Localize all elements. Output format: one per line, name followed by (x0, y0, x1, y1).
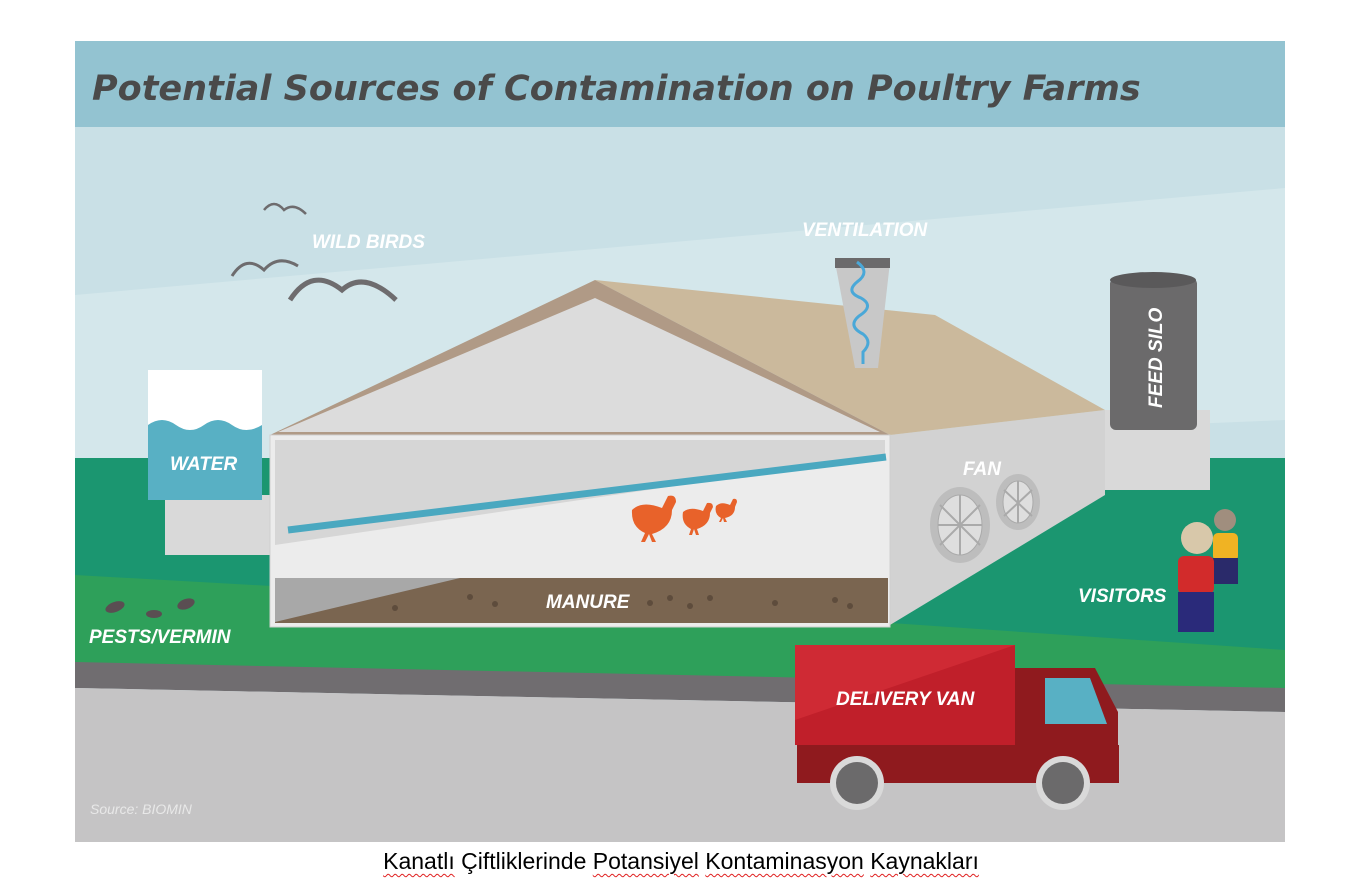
figure-caption: Kanatlı Çiftliklerinde Potansiyel Kontam… (0, 848, 1362, 875)
barn-roof (595, 280, 1105, 435)
pests-icon (105, 598, 195, 618)
silo-top (1110, 272, 1196, 288)
source-note: Source: BIOMIN (90, 801, 193, 817)
water-icon (148, 420, 262, 500)
ventilation-label: VENTILATION (802, 220, 929, 241)
manure-label: MANURE (546, 592, 631, 613)
pests-label: PESTS/VERMIN (89, 627, 232, 648)
manure-dots (392, 594, 853, 611)
caption-word: Kaynakları (870, 848, 979, 874)
chimney-cap (835, 258, 890, 268)
tank-base (165, 495, 275, 555)
title-band (75, 41, 1285, 127)
caption-word: Potansiyel (592, 848, 699, 874)
visitors-label: VISITORS (1078, 586, 1167, 607)
figure-title: Potential Sources of Contamination on Po… (92, 69, 1141, 109)
caption-word: Kanatlı (383, 848, 455, 874)
airflow-spiral-icon (850, 260, 870, 364)
caption-word: Çiftliklerinde (461, 848, 587, 874)
wild-birds-label: WILD BIRDS (312, 232, 425, 253)
fan-icons (930, 474, 1040, 563)
feed-silo-label: FEED SILO (1146, 307, 1167, 408)
delivery-van-icon (795, 645, 1119, 810)
barn-gable (278, 298, 880, 432)
manure-wall (275, 578, 460, 622)
visitors-icon (1178, 509, 1238, 632)
fan-label: FAN (963, 459, 1002, 480)
water-line-pipe (287, 453, 887, 534)
wild-birds-icon (230, 202, 398, 302)
delivery-van-label: DELIVERY VAN (836, 689, 976, 710)
water-label: WATER (170, 454, 237, 475)
barn-side-wall (890, 410, 1105, 625)
feed-silo (1110, 278, 1197, 430)
caption-word: Kontaminasyon (705, 848, 864, 874)
chicken-icons (631, 495, 737, 542)
